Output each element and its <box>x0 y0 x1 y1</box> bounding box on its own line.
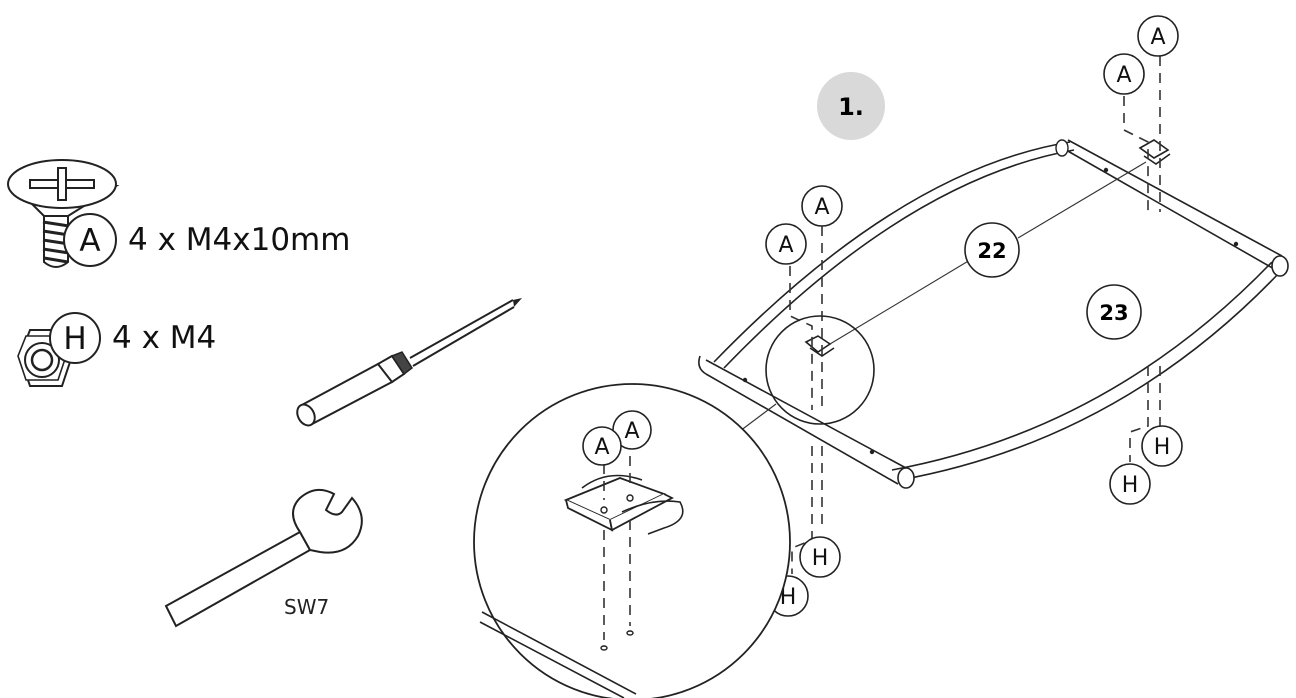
part-h-badge: H <box>49 312 101 364</box>
fastener-a-letter: A <box>1150 25 1165 50</box>
detail-fastener-a-badge: A <box>612 410 652 450</box>
wrench-icon <box>164 488 363 628</box>
part-a-screw-icon <box>7 159 120 268</box>
wrench-size-label: SW7 <box>284 595 329 619</box>
leader-22-right <box>1017 161 1147 239</box>
screwdriver-icon <box>296 298 522 427</box>
part-a-quantity: 4 x M4x10mm <box>128 222 350 258</box>
component-23-label: 23 <box>1086 284 1142 340</box>
step-number: 1. <box>838 93 864 121</box>
fastener-h-letter: H <box>1122 473 1139 498</box>
shelf-assembly <box>698 139 1289 489</box>
fastener-a-badge: A <box>765 223 807 265</box>
fastener-h-badge: H <box>799 536 841 578</box>
part-a-letter: A <box>79 223 100 259</box>
detail-fastener-a-badge: A <box>582 426 622 466</box>
fastener-h-letter: H <box>1154 435 1171 460</box>
fastener-a-letter: A <box>778 233 793 258</box>
part-h-letter: H <box>63 321 86 357</box>
part-a-badge: A <box>63 213 117 267</box>
detail-fastener-a-letter: A <box>594 435 609 460</box>
fastener-a-badge: A <box>1137 15 1179 57</box>
component-22-number: 22 <box>977 239 1006 263</box>
detail-fastener-a-letter: A <box>624 419 639 444</box>
fastener-a-letter: A <box>814 195 829 220</box>
left-fastener-paths <box>789 226 823 574</box>
fastener-a-badge: A <box>801 185 843 227</box>
right-fastener-paths <box>1123 56 1161 462</box>
leader-22-left <box>829 259 971 345</box>
component-23-number: 23 <box>1099 301 1128 325</box>
fastener-h-letter: H <box>812 546 829 571</box>
component-22-label: 22 <box>964 222 1020 278</box>
detail-callout <box>473 315 875 698</box>
fastener-h-badge: H <box>1141 425 1183 467</box>
step-badge: 1. <box>817 72 885 140</box>
fastener-h-badge: H <box>1109 463 1151 505</box>
fastener-h-letter: H <box>780 585 797 610</box>
part-h-quantity: 4 x M4 <box>112 320 216 356</box>
fastener-a-badge: A <box>1103 53 1145 95</box>
fastener-a-letter: A <box>1116 63 1131 88</box>
